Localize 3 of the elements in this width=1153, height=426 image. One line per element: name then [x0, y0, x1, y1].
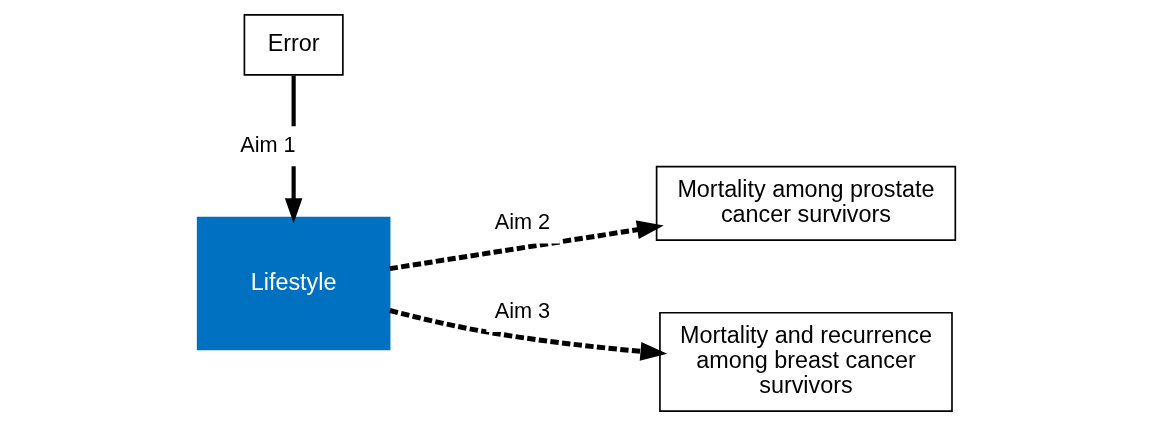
- edge-label: Aim 2: [494, 209, 551, 235]
- edge-label: Aim 1: [240, 131, 296, 157]
- edge-label: Aim 3: [494, 297, 551, 323]
